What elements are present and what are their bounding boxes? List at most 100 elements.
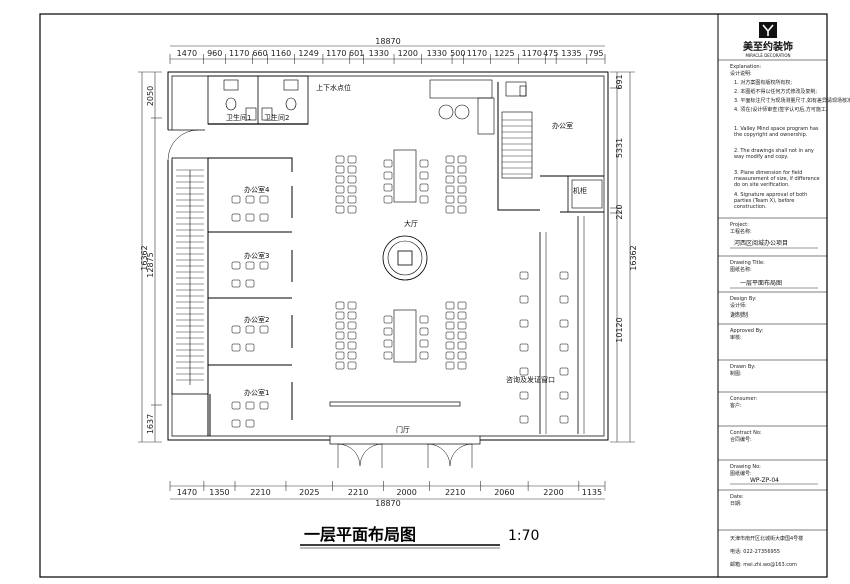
label-office-4: 办公室4 xyxy=(244,185,270,194)
chair xyxy=(245,279,255,288)
consumer-label: Consumer: xyxy=(730,396,757,402)
chair xyxy=(383,327,393,336)
chair xyxy=(445,205,455,214)
chair xyxy=(559,319,569,328)
company-name: 美至约装饰 xyxy=(743,40,793,53)
dim-segment-label: 1249 xyxy=(298,49,318,58)
chair xyxy=(457,351,467,360)
chair xyxy=(245,343,255,352)
chair xyxy=(335,341,345,350)
chair xyxy=(559,415,569,424)
contract-cn: 合同编号: xyxy=(730,436,752,443)
drawing-scale: 1:70 xyxy=(508,528,539,544)
chair xyxy=(519,391,529,400)
chair xyxy=(445,321,455,330)
chair xyxy=(245,325,255,334)
title-block: 美至约装饰 MIRACLE DECORATION Explanation: 设计… xyxy=(718,22,850,568)
dim-segment-label: 1135 xyxy=(582,488,602,497)
drawing-title-value: 一层平面布局图 xyxy=(740,279,782,287)
dim-segment-label: 1170 xyxy=(467,49,487,58)
company-address: 天津市南开区北城街大康国4号楼 xyxy=(730,535,803,542)
chair xyxy=(231,261,241,270)
chair xyxy=(347,321,357,330)
dim-segment-label: 500 xyxy=(450,49,465,58)
chair xyxy=(231,325,241,334)
chair xyxy=(559,343,569,352)
chair xyxy=(519,319,529,328)
right-mid2-dim: 220 xyxy=(615,204,624,219)
left-top-dim: 2050 xyxy=(146,86,155,106)
dim-segment-label: 1335 xyxy=(561,49,581,58)
chair xyxy=(335,331,345,340)
chair xyxy=(335,185,345,194)
company-name-en: MIRACLE DECORATION xyxy=(745,53,790,58)
chair xyxy=(519,295,529,304)
label-office-2: 办公室2 xyxy=(244,315,269,324)
label-office-3: 办公室3 xyxy=(244,251,269,260)
date-cn: 日期: xyxy=(730,501,742,507)
chair xyxy=(231,401,241,410)
chair xyxy=(559,367,569,376)
chair xyxy=(445,185,455,194)
drawn-label: Drawn By: xyxy=(730,364,756,370)
chair xyxy=(383,171,393,180)
chair xyxy=(383,183,393,192)
company-phone: 电话: 022-27356955 xyxy=(730,548,780,555)
chair xyxy=(559,295,569,304)
chair-layout xyxy=(231,155,569,428)
dim-segment-label: 2210 xyxy=(348,488,368,497)
chair xyxy=(245,401,255,410)
chair xyxy=(335,205,345,214)
chair xyxy=(231,343,241,352)
chair xyxy=(383,195,393,204)
chair xyxy=(335,321,345,330)
project-value: 河西区阅城办公项目 xyxy=(734,239,788,247)
chair xyxy=(245,419,255,428)
chair xyxy=(245,195,255,204)
chair xyxy=(419,339,429,348)
dim-segment-label: 1225 xyxy=(494,49,514,58)
chair xyxy=(559,271,569,280)
chair xyxy=(347,361,357,370)
chair xyxy=(419,327,429,336)
chair xyxy=(457,175,467,184)
chair xyxy=(457,361,467,370)
chair xyxy=(335,165,345,174)
dim-segment-label: 960 xyxy=(207,49,222,58)
chair xyxy=(419,195,429,204)
chair xyxy=(259,401,269,410)
chair xyxy=(419,351,429,360)
chair xyxy=(347,165,357,174)
chair xyxy=(335,351,345,360)
chair xyxy=(347,311,357,320)
chair xyxy=(457,331,467,340)
drawing-title-cn: 图纸名称: xyxy=(730,266,752,273)
chair xyxy=(335,301,345,310)
date-label: Date: xyxy=(730,494,744,500)
right-bottom-dim: 10120 xyxy=(615,317,624,342)
dim-segment-label: 2210 xyxy=(250,488,270,497)
chair xyxy=(347,175,357,184)
chair xyxy=(457,205,467,214)
top-total-dim: 18870 xyxy=(375,37,400,46)
chair xyxy=(559,391,569,400)
label-plumbing: 上下水点位 xyxy=(316,83,351,92)
chair xyxy=(445,155,455,164)
chair xyxy=(445,361,455,370)
label-restroom-2: 卫生间2 xyxy=(264,113,289,122)
dim-segment-label: 2025 xyxy=(299,488,319,497)
chair xyxy=(335,175,345,184)
design-value: 谢制制 xyxy=(730,311,748,319)
chair xyxy=(347,185,357,194)
explanation-cn: 设计说明: xyxy=(730,70,752,77)
chair xyxy=(383,159,393,168)
drawing-no-cn: 图纸编号: xyxy=(730,470,752,477)
chair xyxy=(231,195,241,204)
left-bottom-dim: 1637 xyxy=(146,414,155,434)
dim-segment-label: 2210 xyxy=(445,488,465,497)
